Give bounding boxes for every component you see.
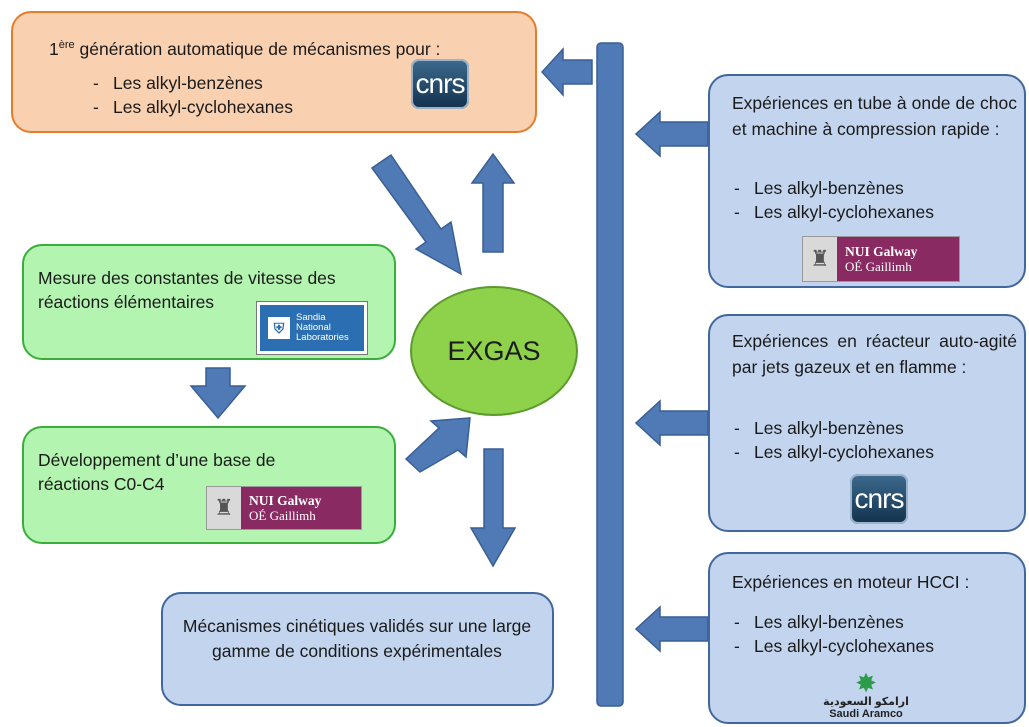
arrow-from-right-box-1 xyxy=(634,110,709,158)
nui-galway-logo: ♜ NUI Galway OÉ Gaillimh xyxy=(802,236,960,282)
arrow-from-right-box-3 xyxy=(634,605,709,653)
arrow-from-right-box-2 xyxy=(634,399,709,447)
jet-stirred-reactor-list: Les alkyl-benzènes Les alkyl-cyclohexane… xyxy=(734,416,934,464)
nui-line-1: NUI Galway xyxy=(845,244,918,259)
aramco-english-name: Saudi Aramco xyxy=(829,708,903,720)
top-mechanism-generation-box: 1ère génération automatique de mécanisme… xyxy=(11,11,537,133)
exgas-label: EXGAS xyxy=(447,335,541,366)
jet-stirred-reactor-text: Expériences en réacteur auto-agité par j… xyxy=(732,331,1017,377)
shock-tube-list: Les alkyl-benzènes Les alkyl-cyclohexane… xyxy=(734,176,934,224)
top-box-list: Les alkyl-benzènes Les alkyl-cyclohexane… xyxy=(93,71,293,119)
nui-galway-logo: ♜ NUI Galway OÉ Gaillimh xyxy=(206,486,362,530)
title-rest: génération automatique de mécanismes pou… xyxy=(74,38,441,59)
cnrs-logo: cnrs xyxy=(850,474,908,524)
sandia-line-2: National xyxy=(296,322,331,333)
nui-line-2: OÉ Gaillimh xyxy=(845,259,912,274)
validated-mechanisms-text: Mécanismes cinétiques validés sur une la… xyxy=(182,616,532,661)
title-superscript: ère xyxy=(58,39,75,51)
c0-c4-base-text: Développement d’une base de réactions C0… xyxy=(38,450,276,494)
sandia-thunderbird-icon: ⛨ xyxy=(268,317,290,339)
sandia-logo-text: Sandia National Laboratories xyxy=(296,313,349,343)
saudi-aramco-logo: ✸ ارامكو السعودية Saudi Aramco xyxy=(806,670,926,722)
sandia-line-3: Laboratories xyxy=(296,332,349,343)
rate-constants-box: Mesure des constantes de vitesse des réa… xyxy=(22,244,396,360)
sandia-logo: ⛨ Sandia National Laboratories xyxy=(256,301,368,355)
list-item: Les alkyl-cyclohexanes xyxy=(734,200,934,224)
aramco-arabic-name: ارامكو السعودية xyxy=(823,696,909,708)
list-item: Les alkyl-benzènes xyxy=(734,610,934,634)
hcci-engine-box: Expériences en moteur HCCI : Les alkyl-b… xyxy=(708,552,1026,724)
nui-line-1: NUI Galway xyxy=(249,493,322,508)
cnrs-logo: cnrs xyxy=(411,59,469,109)
arrow-exgas-to-top xyxy=(470,152,516,253)
list-item: Les alkyl-cyclohexanes xyxy=(734,634,934,658)
nui-galway-name: NUI Galway OÉ Gaillimh xyxy=(837,237,959,281)
sandia-logo-inner: ⛨ Sandia National Laboratories xyxy=(260,305,364,351)
galway-tower-icon: ♜ xyxy=(803,237,837,281)
validated-mechanisms-box: Mécanismes cinétiques validés sur une la… xyxy=(161,592,554,706)
aramco-star-icon: ✸ xyxy=(855,668,877,698)
top-box-title: 1ère génération automatique de mécanisme… xyxy=(49,33,440,61)
arrow-green-1-to-2 xyxy=(189,367,247,420)
exgas-node: EXGAS xyxy=(410,286,578,416)
shock-tube-text: Expériences en tube à onde de choc et ma… xyxy=(732,93,1017,139)
galway-tower-icon: ♜ xyxy=(207,487,241,529)
arrow-exgas-to-bottom xyxy=(469,448,517,568)
hcci-engine-text: Expériences en moteur HCCI : xyxy=(732,572,970,592)
list-item: Les alkyl-cyclohexanes xyxy=(93,95,293,119)
cnrs-logo-text: cnrs xyxy=(415,68,466,99)
list-item: Les alkyl-benzènes xyxy=(93,71,293,95)
title-prefix: 1 xyxy=(49,38,59,59)
nui-galway-name: NUI Galway OÉ Gaillimh xyxy=(241,487,361,529)
list-item: Les alkyl-cyclohexanes xyxy=(734,440,934,464)
arrow-to-top-box xyxy=(540,47,593,97)
c0-c4-base-box: Développement d’une base de réactions C0… xyxy=(22,426,396,544)
arrow-green-2-to-exgas xyxy=(404,417,471,473)
hcci-engine-list: Les alkyl-benzènes Les alkyl-cyclohexane… xyxy=(734,610,934,658)
shock-tube-box: Expériences en tube à onde de choc et ma… xyxy=(708,74,1026,288)
cnrs-logo-text: cnrs xyxy=(854,483,905,514)
rate-constants-text: Mesure des constantes de vitesse des réa… xyxy=(38,268,336,312)
list-item: Les alkyl-benzènes xyxy=(734,416,934,440)
list-item: Les alkyl-benzènes xyxy=(734,176,934,200)
nui-line-2: OÉ Gaillimh xyxy=(249,508,316,523)
vertical-bar xyxy=(596,42,624,707)
arrow-top-to-exgas xyxy=(370,153,463,276)
sandia-line-1: Sandia xyxy=(296,312,326,323)
jet-stirred-reactor-box: Expériences en réacteur auto-agité par j… xyxy=(708,314,1026,532)
